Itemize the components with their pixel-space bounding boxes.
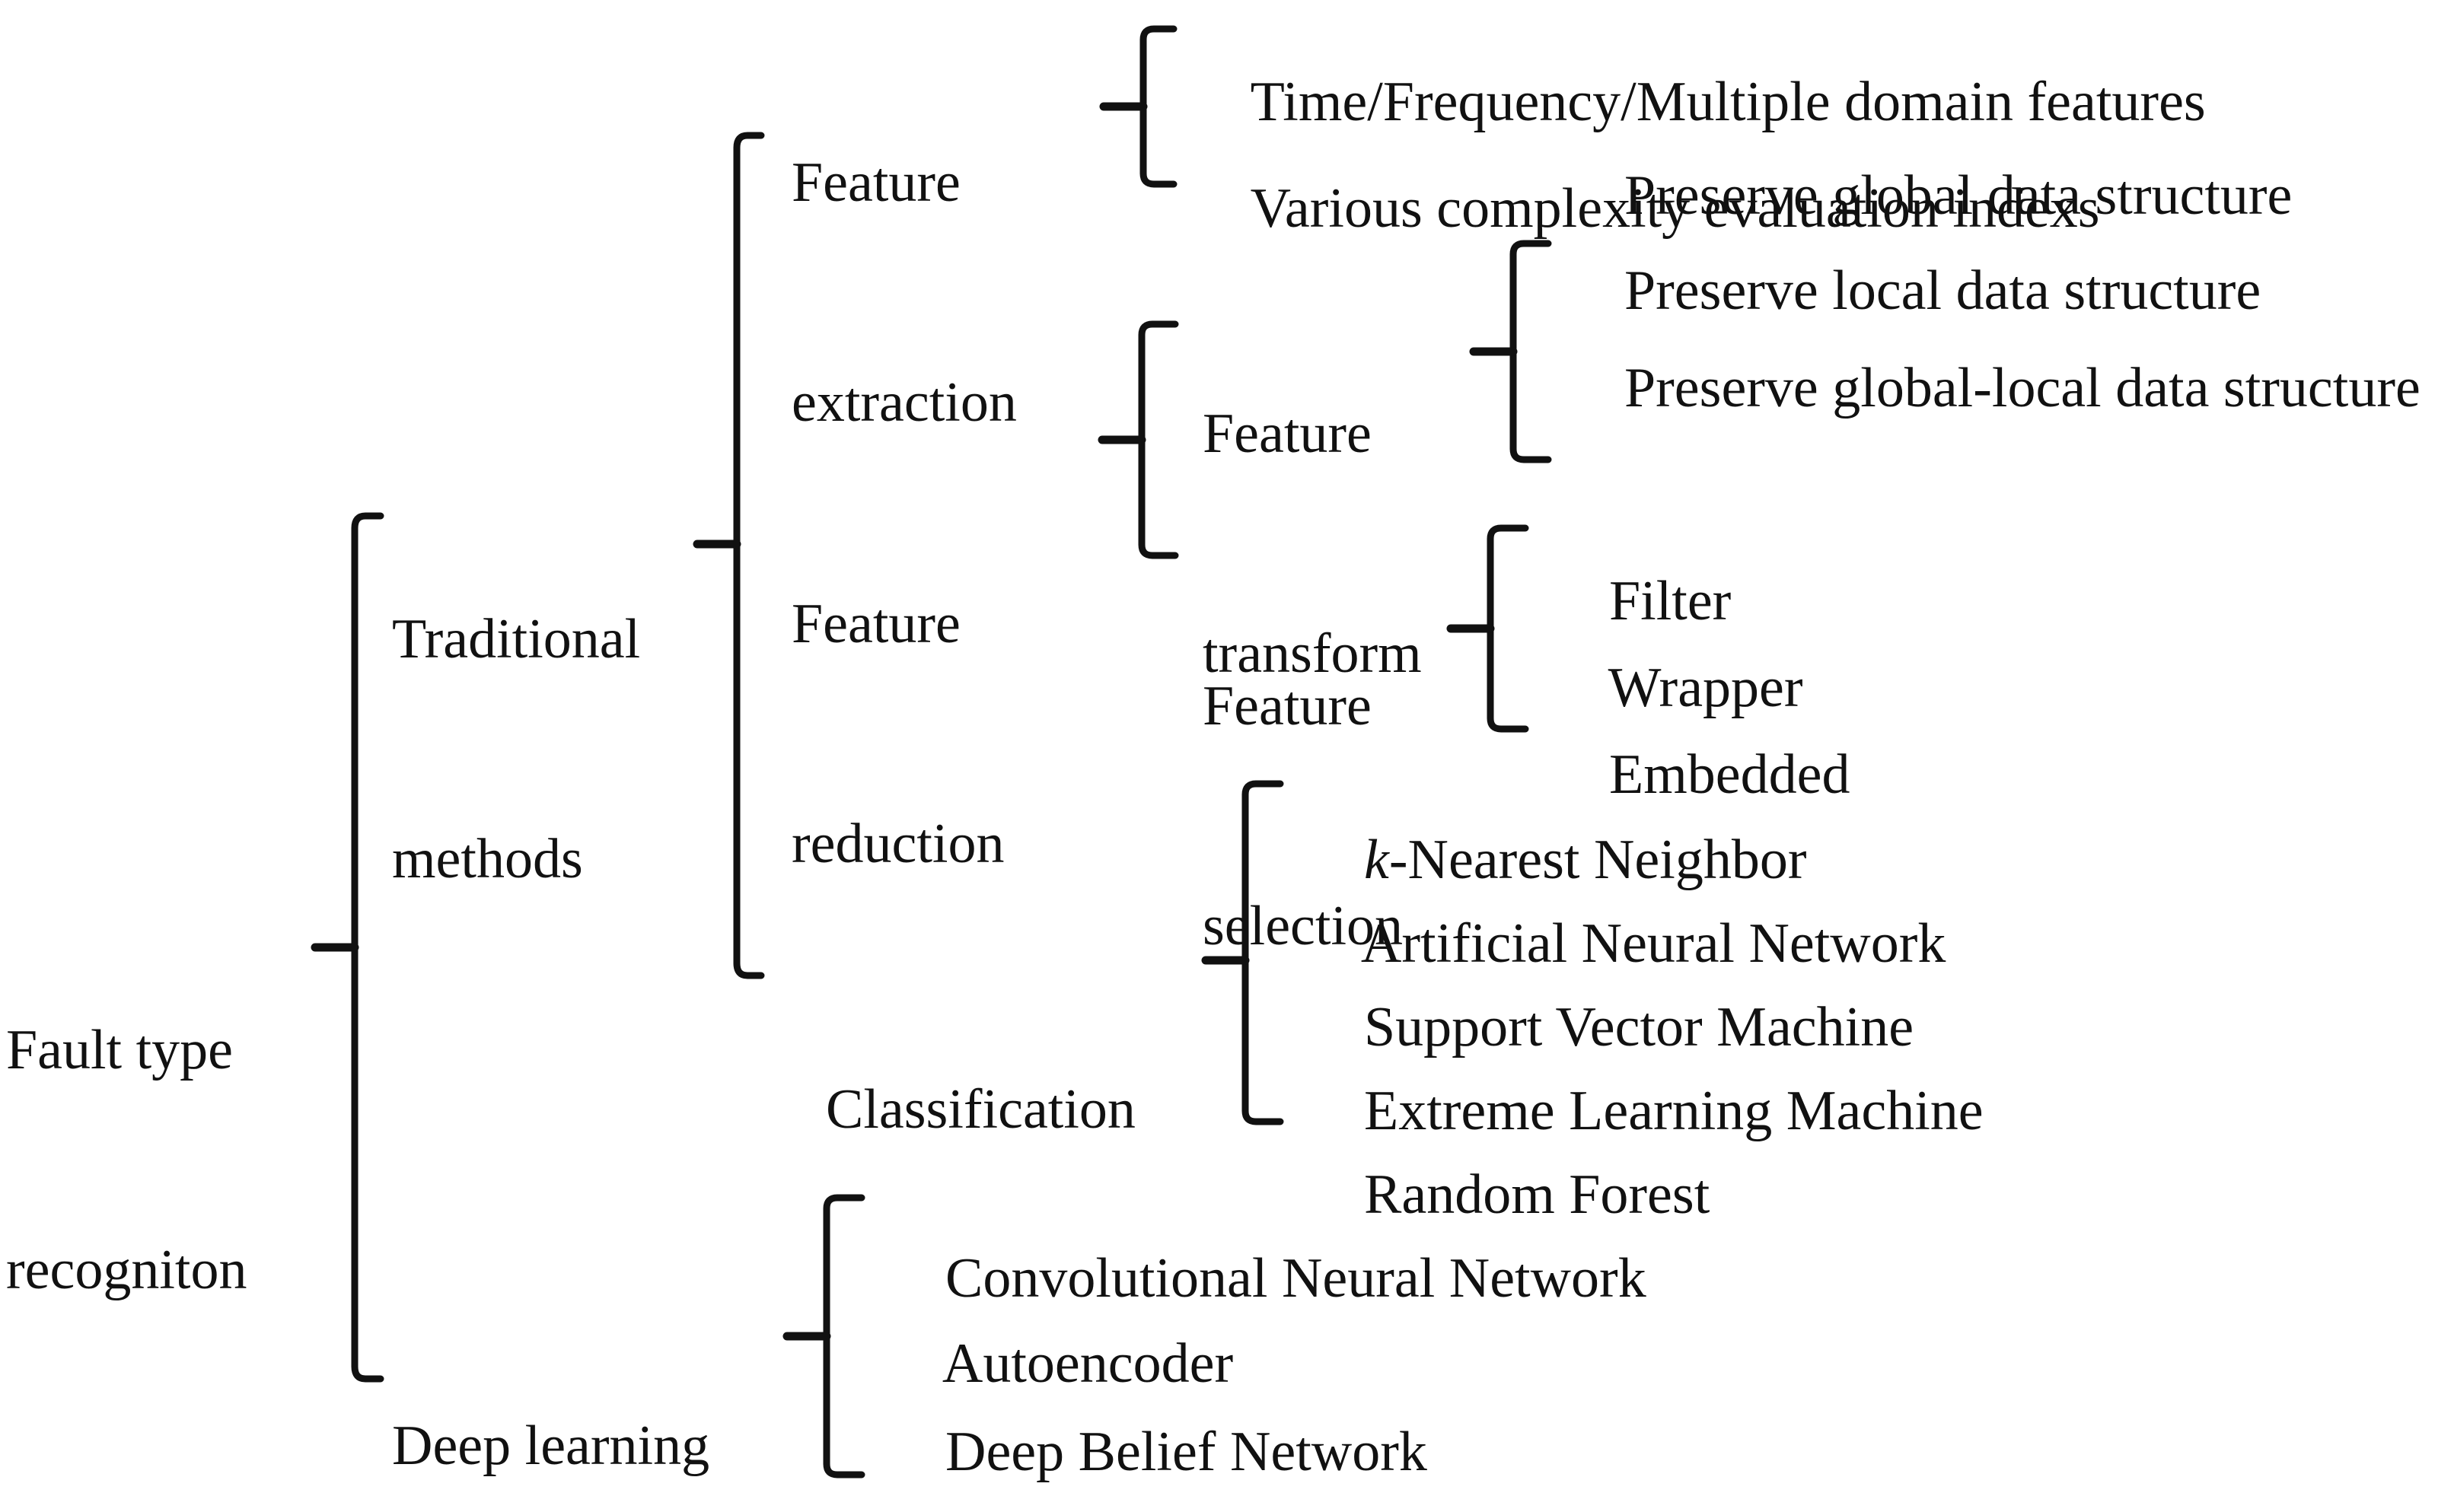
leaf-label: Recursive Neural Network [945,1506,1549,1512]
leaf-label: Support Vector Machine [1364,995,1914,1058]
node-feature-selection: Feature selection [1203,524,1522,1109]
bracket-feature-reduction [1096,318,1180,562]
bracket-deep-learning [782,1192,866,1481]
leaf-deep-belief-network: Deep Belief Network [889,1344,1427,1512]
leaf-label: Artificial Neural Network [1360,912,1946,975]
leaf-complexity-evaluation-indexs: Various complexity evaluation indexs [1195,100,2100,317]
leaf-wrapper: Wrapper [1553,580,1803,796]
bracket-root [304,510,388,1385]
leaf-label: Extreme Learning Machine [1364,1079,1984,1142]
root-label-line2: recogniton [6,1238,247,1301]
node-feature-reduction: Feature reduction [792,441,1119,1027]
traditional-label-line1: Traditional [392,608,641,671]
node-feature-extraction: Feature extraction [792,0,1111,586]
leaf-recursive-neural-network: Recursive Neural Network [889,1429,1549,1512]
node-traditional-methods: Traditional methods [392,457,719,1042]
leaf-preserve-global-data-structure: Preserve global data structure [1568,88,2292,304]
leaf-convolutional-neural-network: Convolutional Neural Network [889,1170,1646,1386]
feature-reduction-line2: reduction [792,812,1005,875]
root-node-label: Fault type recogniton [6,867,326,1453]
leaf-label: Time/Frequency/Multiple domain features [1250,70,2206,133]
leaf-k-nearest-neighbor: k-Nearest Neighbor [1308,752,1806,968]
leaf-support-vector-machine: Support Vector Machine [1308,919,1914,1135]
feature-extraction-line1: Feature [792,151,961,215]
feature-transform-line1: Feature [1203,403,1372,466]
leaf-artificial-neural-network: Artificial Neural Network [1308,836,1946,1052]
leaf-label: Wrapper [1608,656,1803,719]
bracket-feature-extraction [1096,23,1180,190]
leaf-label: Preserve local data structure [1624,259,2261,322]
leaf-random-forest: Random Forest [1308,1087,1710,1303]
feature-transform-line2: transform [1203,622,1422,685]
node-deep-learning-methods: Deep learning Methods [392,1263,757,1512]
leaf-label: Deep Belief Network [945,1420,1427,1483]
traditional-label-line2: methods [392,827,583,890]
leaf-label: Preserve global data structure [1624,164,2293,227]
leaf-filter: Filter [1553,493,1731,709]
deep-label-line1: Deep learning [392,1415,710,1478]
leaf-label: Convolutional Neural Network [945,1246,1646,1310]
leaf-embedded: Embedded [1553,667,1850,883]
leaf-preserve-global-local-data-structure: Preserve global-local data structure [1568,280,2421,496]
leaf-time-frequency-domain-features: Time/Frequency/Multiple domain features [1195,0,2206,210]
leaf-preserve-local-data-structure: Preserve local data structure [1568,183,2261,399]
leaf-label: Autoencoder [942,1332,1234,1395]
leaf-label: Random Forest [1364,1163,1710,1226]
leaf-italic-prefix: k [1364,828,1389,891]
bracket-classification [1201,778,1285,1128]
bracket-feature-selection [1446,522,1530,735]
leaf-label: Preserve global-local data structure [1624,356,2421,419]
leaf-label: Embedded [1609,743,1850,806]
node-feature-transform: Feature transform [1203,251,1522,837]
feature-selection-line2: selection [1203,894,1404,957]
node-classification: Classification [826,930,1191,1291]
bracket-feature-transform [1469,237,1553,466]
leaf-extreme-learning-machine: Extreme Learning Machine [1308,1003,1984,1219]
leaf-label: -Nearest Neighbor [1388,828,1807,891]
leaf-autoencoder: Autoencoder [889,1256,1233,1472]
classification-label: Classification [826,1078,1136,1141]
leaf-label: Various complexity evaluation indexs [1250,177,2100,240]
leaf-label: Filter [1609,569,1732,632]
bracket-traditional-methods [685,129,769,982]
feature-selection-line1: Feature [1203,675,1372,738]
root-label-line1: Fault type [6,1019,234,1082]
feature-reduction-line1: Feature [792,593,961,656]
feature-extraction-line2: extraction [792,371,1017,434]
